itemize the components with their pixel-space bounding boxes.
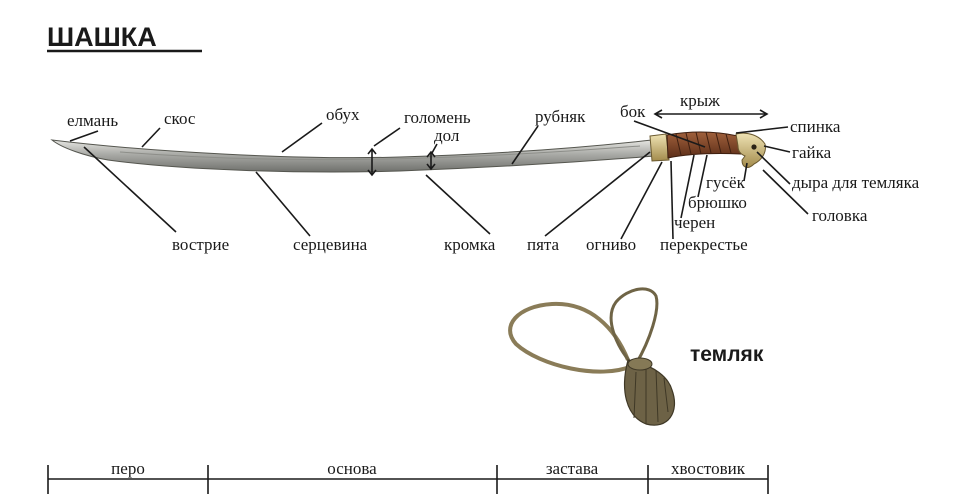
label-cheren: черен (674, 213, 715, 232)
section-zastava: застава (546, 459, 599, 478)
grip (666, 131, 742, 159)
pommel-head (735, 132, 766, 168)
leader-dol (431, 143, 438, 154)
label-temlyak: темляк (690, 343, 764, 366)
section-pero: перо (111, 459, 145, 478)
leader-bryushko (697, 154, 708, 198)
leader-ognivo (620, 161, 663, 240)
label-sertsevina: серцевина (293, 235, 368, 254)
label-spinka: спинка (790, 117, 841, 136)
label-obukh: обух (326, 105, 360, 124)
leader-perekrestye (670, 160, 674, 240)
leader-obukh (281, 122, 323, 153)
leader-cheren (680, 154, 695, 219)
leader-rubnyak (511, 125, 539, 165)
label-golomen: голомень (404, 108, 471, 127)
label-gaika: гайка (792, 143, 832, 162)
label-pyata: пята (527, 235, 560, 254)
label-bryushko: брюшко (688, 193, 747, 212)
label-vostrie: вострие (172, 235, 229, 254)
label-golovka: головка (812, 206, 868, 225)
leader-vostrie (83, 146, 177, 233)
label-perekrestye: перекрестье (660, 235, 748, 254)
section-osnova: основа (327, 459, 377, 478)
label-rubnyak: рубняк (535, 107, 586, 126)
arrow-kryzh (653, 109, 769, 119)
arrow-golomen (367, 147, 377, 177)
arrow-dol (426, 150, 436, 171)
blade (50, 139, 656, 173)
label-dyra: дыра для темляка (792, 173, 920, 192)
label-kromka: кромка (444, 235, 496, 254)
guard-ring (649, 133, 670, 162)
label-ognivo: огниво (586, 235, 636, 254)
label-kryzh: крыж (680, 91, 720, 110)
leader-bok (633, 120, 706, 148)
page-title: ШАШКА (47, 22, 157, 52)
section-khvostovik: хвостовик (671, 459, 746, 478)
leader-dyra (756, 151, 791, 185)
leader-skos (141, 127, 161, 148)
lanyard-illustration (508, 287, 676, 426)
label-bok: бок (620, 102, 646, 121)
grip-wrap (675, 131, 732, 156)
label-elman: елмань (67, 111, 118, 130)
leader-gaika (763, 145, 791, 153)
leader-sertsevina (255, 171, 311, 237)
label-dol: дол (434, 126, 460, 145)
leader-golovka (762, 169, 809, 215)
leader-gusyok (743, 162, 748, 182)
leader-spinka (735, 126, 789, 134)
blade-fuller (119, 145, 641, 161)
label-skos: скос (164, 109, 196, 128)
leader-elman (69, 130, 99, 142)
lanyard-hole (751, 144, 757, 150)
leader-golomen (373, 127, 401, 147)
leader-pyata (544, 151, 651, 237)
leader-kromka (425, 174, 491, 235)
label-gusyok: гусёк (706, 173, 746, 192)
